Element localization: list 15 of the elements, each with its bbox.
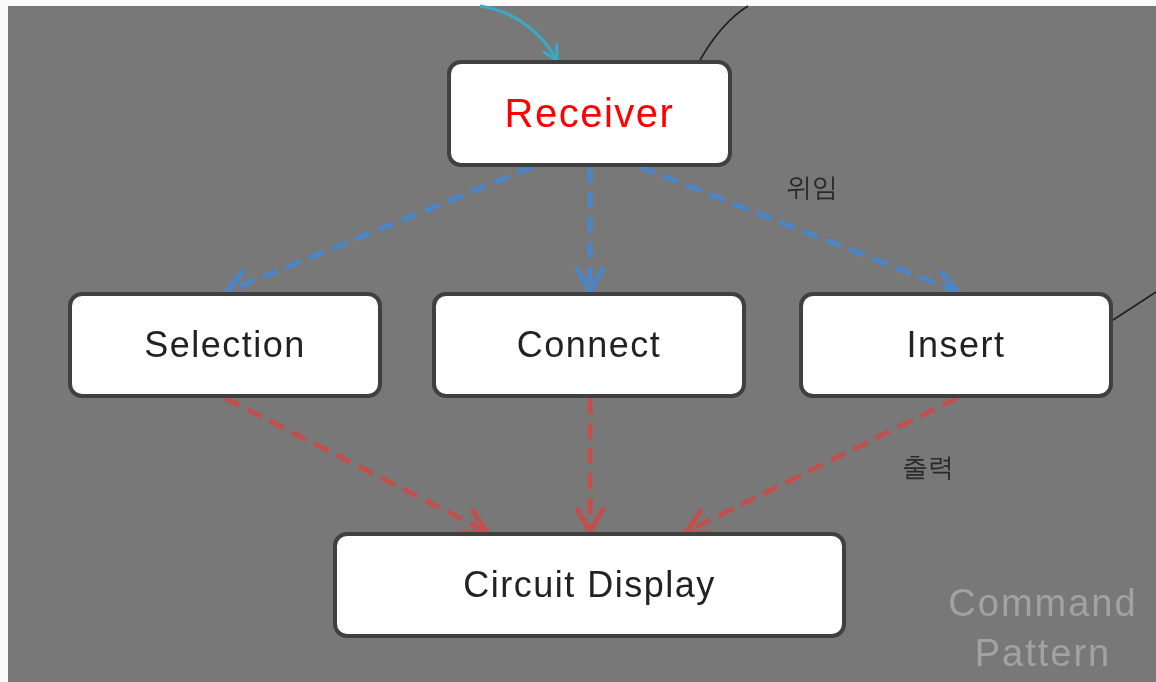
node-label: Connect: [516, 324, 662, 366]
arrow: [575, 167, 605, 295]
connector-line: [699, 5, 749, 61]
node-label: Insert: [906, 324, 1006, 366]
connector-line: [1112, 291, 1156, 321]
process-box: [333, 532, 846, 638]
process-box: [68, 292, 382, 398]
arrow: [575, 398, 605, 535]
arrow: [479, 4, 559, 62]
node-label: Selection: [144, 324, 306, 366]
node-label: Receiver: [504, 91, 675, 136]
process-box: [432, 292, 746, 398]
process-box: [799, 292, 1113, 398]
process-box: [447, 60, 732, 167]
node-label: Circuit Display: [463, 564, 716, 606]
